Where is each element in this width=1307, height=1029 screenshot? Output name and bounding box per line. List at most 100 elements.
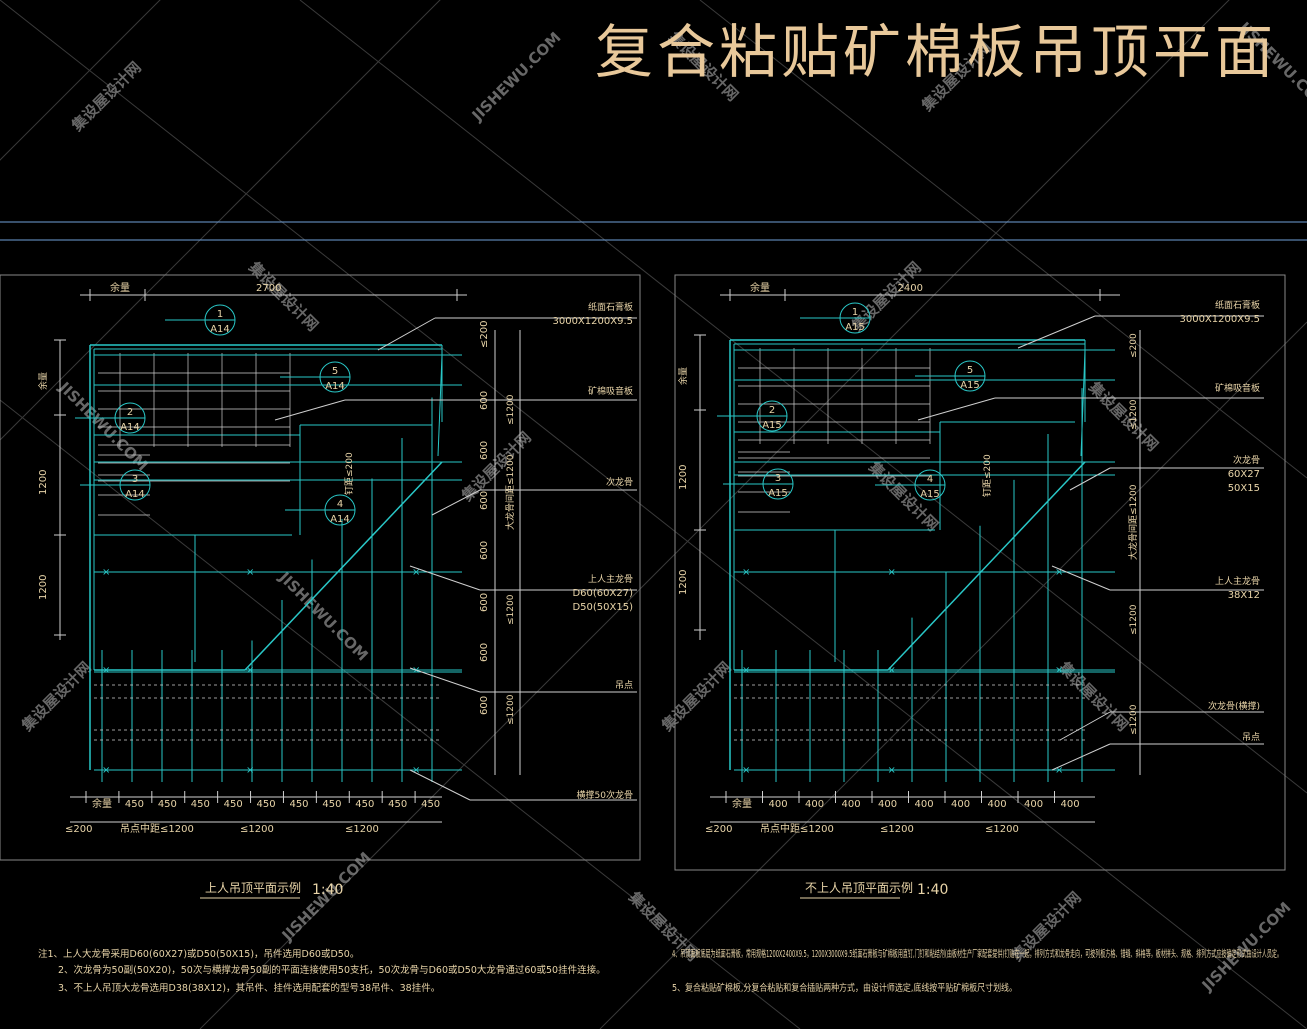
note-leader: [1059, 711, 1111, 741]
right-dim-text: 大龙骨间距≤1200: [504, 454, 516, 530]
right-dim-text: 600: [479, 696, 490, 715]
bottom-dim-text: 450: [158, 799, 177, 810]
bottom-dim-text: 余量: [732, 797, 752, 810]
hanger-mark: ×: [102, 765, 110, 776]
note-label: 吊点: [615, 680, 633, 691]
note-leader: [431, 489, 481, 516]
bottom-dim-text: 余量: [92, 797, 112, 810]
dim-text: 余量: [750, 281, 770, 294]
right-dim-text: ≤1200: [1129, 704, 1139, 735]
bottom-dim-text: 450: [388, 799, 407, 810]
footnote-5-text: 5、复合粘贴矿棉板,分复合粘贴和复合插贴两种方式，由设计师选定,底线按平贴矿棉板…: [672, 982, 1017, 994]
bottom-dim-text: 450: [191, 799, 210, 810]
right-dim-text: 600: [479, 593, 490, 612]
bottom-dim-text: 吊点中距≤1200: [120, 822, 194, 835]
bottom-dim-text: 400: [988, 799, 1007, 810]
bottom-dim-text: ≤1200: [985, 824, 1019, 835]
note-label: 上人主龙骨: [1215, 575, 1260, 587]
dim-text: 2700: [256, 283, 281, 294]
right-dim-text: ≤1200: [506, 694, 516, 725]
callout-reference: A15: [920, 489, 940, 500]
dim-text: 1200: [38, 575, 49, 600]
watermark-diagonal: [599, 321, 1307, 1029]
callout-number: 2: [769, 405, 775, 416]
hanger-mark: ×: [888, 665, 896, 676]
dim-text: 1200: [678, 570, 689, 595]
callout-number: 2: [127, 407, 133, 418]
callout-reference: A14: [210, 324, 230, 335]
bottom-dim-text: 400: [842, 799, 861, 810]
note-sub: 50X15: [1228, 483, 1260, 494]
bottom-dim-text: 400: [1061, 799, 1080, 810]
note-label: 次龙骨: [606, 476, 633, 488]
note-leader: [917, 397, 996, 421]
bottom-dim-text: 450: [421, 799, 440, 810]
right-plan-caption: 不上人吊顶平面示例: [805, 881, 913, 895]
callout-number: 1: [852, 307, 858, 318]
diagonal-boundary: [244, 461, 443, 671]
hanger-mark: ×: [742, 567, 750, 578]
left-ceiling-plan: 余量2700×××××××××余量12001200余量4504504504504…: [0, 274, 641, 861]
bottom-dim-text: ≤200: [705, 824, 732, 835]
footnote-4: 4、吊顶面板底层为纸面石膏板，常用规格1200X2400X9.5，1200X30…: [672, 948, 1282, 960]
hanger-mark: ×: [742, 665, 750, 676]
note-sub: 38X12: [1228, 590, 1260, 601]
footnotes-left: 注1、上人大龙骨采用D60(60X27)或D50(50X15)，吊件选用D60或…: [38, 948, 606, 994]
hanger-mark: ×: [888, 765, 896, 776]
right-dim-text: 600: [479, 541, 490, 560]
right-dim-text: 600: [479, 491, 490, 510]
note-leader: [1017, 315, 1096, 349]
hanger-mark: ×: [1055, 567, 1063, 578]
hanger-label: 钉距≤200: [982, 454, 993, 497]
callout-reference: A14: [125, 489, 145, 500]
callout-reference: A14: [330, 514, 350, 525]
note-sub: D50(50X15): [572, 602, 633, 613]
callout-number: 4: [927, 474, 933, 485]
callout-number: 4: [337, 499, 343, 510]
note-label: 横撑50次龙骨: [577, 789, 633, 801]
callout-reference: A15: [768, 488, 788, 499]
note-sub: 3000X1200X9.5: [1179, 314, 1260, 325]
bottom-dim-text: 400: [805, 799, 824, 810]
note-label: 上人主龙骨: [588, 573, 633, 585]
bottom-dim-text: 400: [1024, 799, 1043, 810]
bottom-dim-text: 450: [322, 799, 341, 810]
callout-number: 3: [132, 474, 138, 485]
bottom-dim-text: 450: [224, 799, 243, 810]
right-dim-text: ≤1200: [1129, 399, 1139, 430]
footnotes-right: 4、吊顶面板底层为纸面石膏板，常用规格1200X2400X9.5，1200X30…: [672, 948, 1282, 994]
hanger-mark: ×: [412, 567, 420, 578]
note-leader: [409, 769, 471, 801]
note-label: 吊点: [1242, 732, 1260, 743]
dim-text: 1200: [38, 470, 49, 495]
right-dim-text: 600: [479, 441, 490, 460]
callout-number: 5: [332, 366, 338, 377]
note-leader: [409, 667, 481, 693]
hanger-mark: ×: [888, 567, 896, 578]
hanger-mark: ×: [742, 765, 750, 776]
right-dim-text: ≤1200: [1129, 604, 1139, 635]
left-plan-caption: 上人吊顶平面示例: [205, 881, 301, 895]
bottom-dim-text: 吊点中距≤1200: [760, 822, 834, 835]
dim-text: 余量: [677, 367, 689, 385]
dim-text: 2400: [898, 283, 923, 294]
note-leader: [1051, 565, 1111, 591]
diagonal-boundary: [887, 461, 1086, 671]
right-dim-text: 600: [479, 391, 490, 410]
dim-text: 1200: [678, 465, 689, 490]
callout-reference: A15: [845, 322, 865, 333]
callout-number: 5: [967, 365, 973, 376]
note-label: 纸面石膏板: [588, 301, 633, 313]
right-dim-text: ≤200: [479, 321, 490, 348]
right-dim-text: ≤200: [1129, 333, 1139, 358]
bottom-dim-text: ≤1200: [240, 824, 274, 835]
callout-reference: A15: [762, 420, 782, 431]
bottom-dim-text: 400: [951, 799, 970, 810]
hanger-mark: ×: [1055, 765, 1063, 776]
footnote-4-text: 4、吊顶面板底层为纸面石膏板，常用规格1200X2400X9.5，1200X30…: [672, 948, 1282, 960]
note-sub: 3000X1200X9.5: [552, 316, 633, 327]
hanger-mark: ×: [246, 765, 254, 776]
right-dim-text: 600: [479, 643, 490, 662]
drawing-title: 复合粘贴矿棉板吊顶平面: [595, 18, 1277, 86]
